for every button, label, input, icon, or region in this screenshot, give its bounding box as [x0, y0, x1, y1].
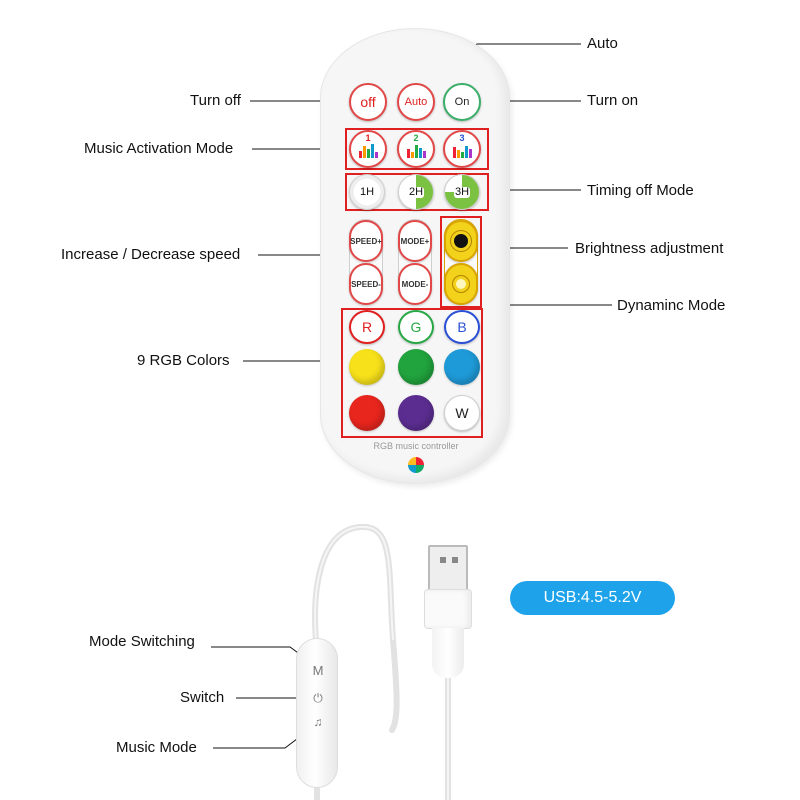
music-mode-3-number: 3 [459, 133, 465, 143]
speed-up-label: SPEED+ [350, 236, 382, 246]
purple-color-button[interactable] [398, 395, 434, 431]
callout-mode-switching: Mode Switching [89, 633, 195, 650]
usb-spec-text: USB:4.5-5.2V [543, 589, 642, 606]
green-letter-label: G [410, 319, 422, 335]
brightness-up-button[interactable] [444, 220, 478, 262]
callout-rgb-colors: 9 RGB Colors [137, 352, 230, 369]
green-color-button[interactable] [398, 349, 434, 385]
timer-1h-label: 1H [359, 185, 375, 198]
timer-2h-button[interactable]: 2H [398, 174, 434, 210]
green-letter-button[interactable]: G [398, 310, 434, 344]
callout-speed: Increase / Decrease speed [61, 246, 241, 263]
mode-down-button[interactable]: MODE- [398, 263, 432, 305]
cable-left [312, 523, 396, 643]
cyan-color-button[interactable] [444, 349, 480, 385]
callout-turn-on: Turn on [587, 92, 639, 109]
timer-3h-label: 3H [453, 185, 471, 198]
blue-letter-button[interactable]: B [444, 310, 480, 344]
brand-logo-icon [408, 457, 424, 473]
music-mode-1-button[interactable]: 1 [349, 130, 387, 168]
mode-pill: MODE+ MODE- [398, 219, 432, 305]
yellow-color-button[interactable] [349, 349, 385, 385]
music-bars-icon [407, 145, 426, 158]
usb-plug-neck [432, 628, 464, 678]
blue-letter-label: B [457, 319, 467, 335]
red-letter-label: R [361, 319, 373, 335]
sun-icon [456, 279, 466, 289]
brightness-box [440, 216, 482, 308]
red-color-button[interactable] [349, 395, 385, 431]
speed-pill: SPEED+ SPEED- [349, 219, 383, 305]
usb-plug-head [428, 545, 468, 591]
brightness-pill [444, 219, 478, 305]
power-icon[interactable]: ⏻ [313, 691, 323, 705]
inline-controller: M ⏻ ♫ [296, 638, 338, 788]
auto-button[interactable]: Auto [397, 83, 435, 121]
callout-music-mode: Music Mode [116, 739, 197, 756]
auto-label: Auto [404, 95, 428, 108]
music-mode-2-number: 2 [413, 133, 419, 143]
mode-up-button[interactable]: MODE+ [398, 220, 432, 262]
speed-down-label: SPEED- [351, 279, 381, 289]
off-label: off [360, 94, 376, 110]
brightness-down-button[interactable] [444, 263, 478, 305]
brand-text: RGB music controller [373, 441, 459, 451]
remote-control: off Auto On 1 2 3 1H 2H [320, 28, 510, 484]
white-label: W [455, 405, 469, 421]
speed-up-button[interactable]: SPEED+ [349, 220, 383, 262]
callout-brightness: Brightness adjustment [575, 240, 724, 257]
on-button[interactable]: On [443, 83, 481, 121]
music-mode-3-button[interactable]: 3 [443, 130, 481, 168]
timer-1h-button[interactable]: 1H [349, 174, 385, 210]
music-bars-icon [359, 144, 378, 158]
callout-switch: Switch [180, 689, 225, 706]
usb-spec-badge: USB:4.5-5.2V [510, 581, 675, 615]
timer-2h-label: 2H [407, 185, 425, 198]
white-color-button[interactable]: W [444, 395, 480, 431]
sun-icon [454, 234, 468, 248]
music-mode-1-number: 1 [365, 133, 371, 143]
music-mode-2-button[interactable]: 2 [397, 130, 435, 168]
callout-dynamic-mode: Dynaminc Mode [617, 297, 726, 314]
music-note-icon[interactable]: ♫ [313, 715, 323, 729]
speed-down-button[interactable]: SPEED- [349, 263, 383, 305]
on-label: On [454, 95, 470, 108]
mode-switch-button[interactable]: M [312, 663, 324, 678]
music-mode-box [345, 128, 489, 170]
music-bars-icon [453, 146, 472, 158]
timer-3h-button[interactable]: 3H [444, 174, 480, 210]
usb-plug-body [424, 589, 472, 629]
mode-up-label: MODE+ [400, 236, 430, 246]
callout-music-activation: Music Activation Mode [84, 140, 234, 157]
callout-turn-off: Turn off [190, 92, 241, 109]
cable-right [389, 637, 400, 733]
mode-down-label: MODE- [401, 279, 429, 289]
callout-auto: Auto [587, 35, 618, 52]
callout-timing-off: Timing off Mode [587, 182, 694, 199]
rgb-colors-box [341, 308, 483, 438]
off-button[interactable]: off [349, 83, 387, 121]
red-letter-button[interactable]: R [349, 310, 385, 344]
